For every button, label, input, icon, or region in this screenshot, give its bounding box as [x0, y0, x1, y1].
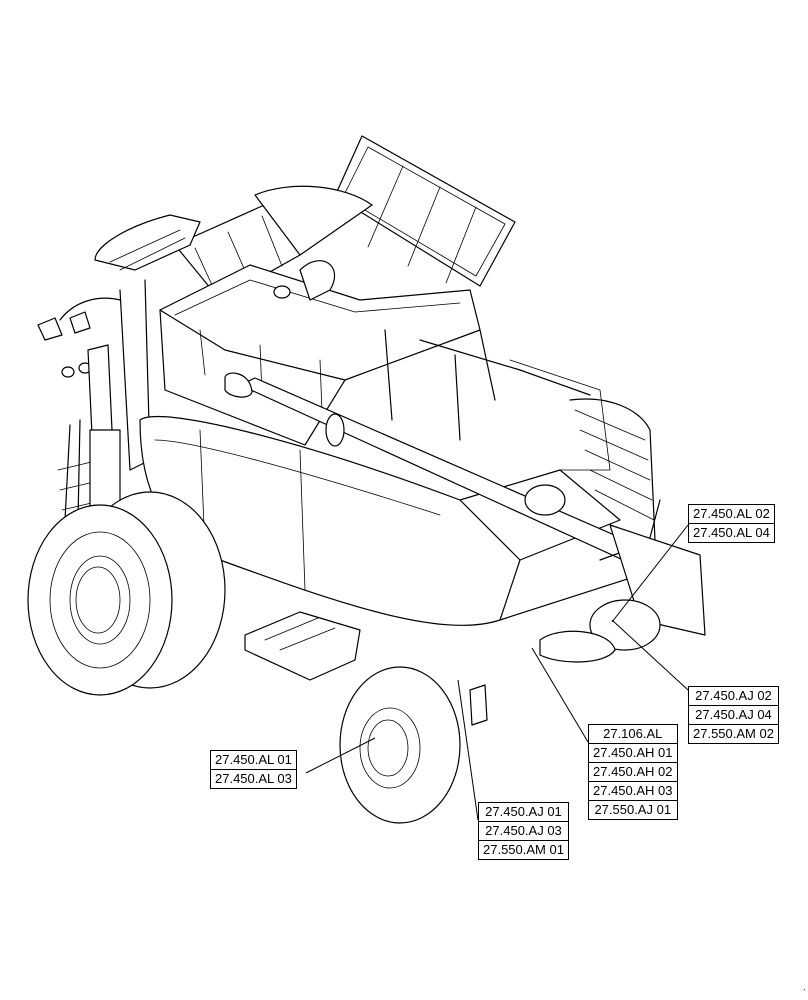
- callout-label: 27.450.AH 02: [589, 763, 677, 782]
- cab: [37, 214, 201, 521]
- main-body: [139, 339, 661, 626]
- callout-label: 27.106.AL: [589, 725, 677, 744]
- callout-group-a: 27.450.AL 02 27.450.AL 04: [688, 504, 775, 543]
- grain-tank-lids: [174, 135, 516, 301]
- rear-ladder: [384, 329, 656, 561]
- callout-label: 27.450.AJ 02: [689, 687, 778, 706]
- callout-label: 27.450.AL 03: [215, 771, 292, 786]
- unloading-auger: [224, 260, 661, 571]
- callout-label: 27.450.AJ 01: [479, 803, 568, 822]
- front-wheels: [27, 491, 226, 696]
- callout-group-e: 27.450.AJ 01 27.450.AJ 03 27.550.AM 01: [478, 802, 569, 860]
- callout-label: 27.450.AH 01: [589, 744, 677, 763]
- rear-wheel: [339, 666, 461, 824]
- callout-label: 27.450.AJ 04: [689, 706, 778, 725]
- callout-label: 27.550.AJ 01: [594, 802, 672, 817]
- underside-parts: [244, 484, 706, 726]
- callout-group-b: 27.450.AJ 02 27.450.AJ 04 27.550.AM 02: [688, 686, 779, 744]
- callout-label: 27.450.AL 01: [211, 751, 296, 770]
- callout-group-d: 27.450.AL 01 27.450.AL 03: [210, 750, 297, 789]
- callout-group-c: 27.106.AL 27.450.AH 01 27.450.AH 02 27.4…: [588, 724, 678, 820]
- corner-mark: `: [803, 988, 806, 998]
- callout-label: 27.450.AJ 03: [479, 822, 568, 841]
- callout-label: 27.450.AL 02: [689, 505, 774, 524]
- callout-label: 27.550.AM 01: [483, 842, 564, 857]
- callout-label: 27.450.AL 04: [693, 525, 770, 540]
- callout-label: 27.450.AH 03: [589, 782, 677, 801]
- callout-label: 27.550.AM 02: [693, 726, 774, 741]
- leader-lines: [305, 524, 689, 821]
